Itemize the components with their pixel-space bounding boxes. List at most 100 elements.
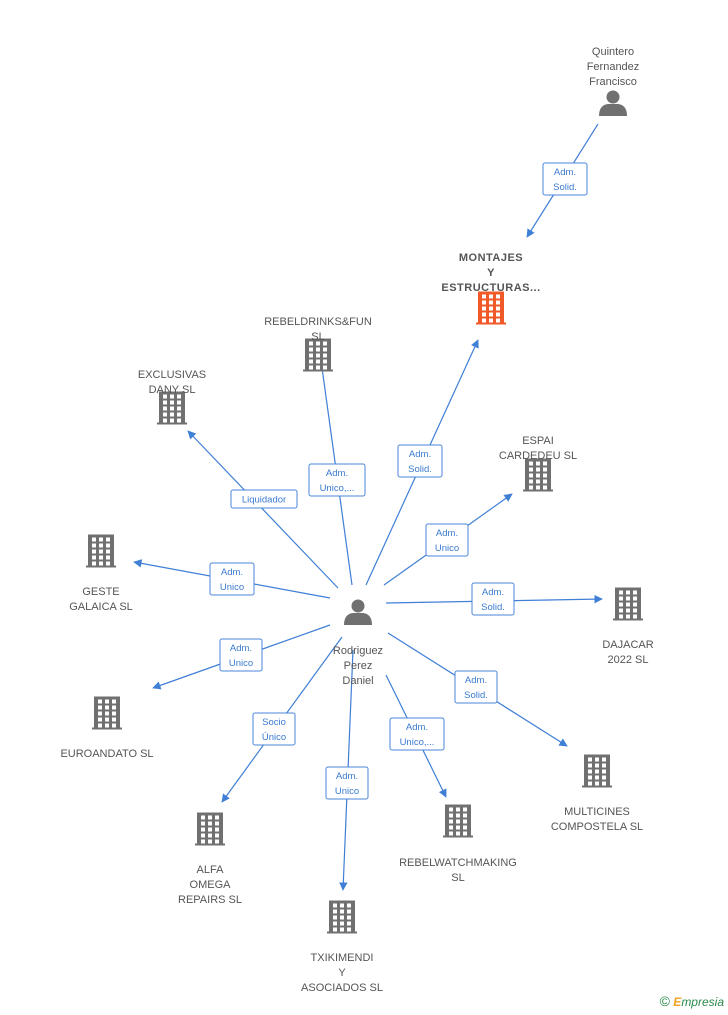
edge-label-text: Unico (435, 543, 459, 554)
node-geste[interactable]: GESTE GALAICA SL (69, 534, 133, 614)
edge-label-rodriguez-montajes[interactable]: Adm. Solid. (397, 444, 443, 478)
edge-label-text: Unico,... (320, 483, 355, 494)
node-montajes[interactable]: MONTAJES Y ESTRUCTURAS... (441, 252, 540, 325)
node-label: Rodriguez (333, 645, 383, 657)
edge-label-text: Adm. (326, 468, 348, 479)
node-label: ALFA (197, 864, 225, 876)
building-icon (195, 812, 225, 846)
building-icon (92, 696, 122, 730)
building-icon (582, 754, 612, 788)
node-label: EUROANDATO SL (60, 748, 153, 760)
edge-label-text: Unico (220, 582, 244, 593)
edge-label-box (454, 670, 498, 704)
edge-label-text: Solid. (553, 182, 577, 193)
node-label: ESTRUCTURAS... (441, 282, 540, 294)
edge-label-rodriguez-exclusivas[interactable]: Liquidador (230, 489, 298, 509)
node-label: ASOCIADOS SL (301, 982, 383, 994)
edge-label-rodriguez-geste[interactable]: Adm.Unico (209, 562, 255, 596)
edge-label-box (308, 463, 366, 497)
node-label: 2022 SL (608, 654, 649, 666)
edge-label-text: Adm. (336, 771, 358, 782)
node-label: Quintero (592, 46, 634, 58)
edge-label-text: Único (262, 732, 286, 743)
node-label: GALAICA SL (69, 601, 133, 613)
node-label: Francisco (589, 76, 637, 88)
edge-label-rodriguez-euroandato[interactable]: Adm.Unico (219, 638, 263, 672)
edge-label-rodriguez-rebeldrinks[interactable]: Adm. Unico,... (308, 463, 366, 497)
edge-label-quintero-montajes[interactable]: Adm. Solid. (542, 162, 588, 196)
node-rebelwatch[interactable]: REBELWATCHMAKING SL (399, 804, 517, 885)
node-label: TXIKIMENDI (311, 952, 374, 964)
edge-label-box (219, 638, 263, 672)
node-euroandato[interactable]: EUROANDATO SL (60, 696, 154, 761)
edge-label-box (389, 717, 445, 751)
edge-label-text: Adm. (554, 167, 576, 178)
node-label: REBELDRINKS&FUN (264, 316, 372, 328)
edge-label-text: Adm. (406, 722, 428, 733)
node-multicines[interactable]: MULTICINES COMPOSTELA SL (551, 754, 643, 834)
edge-label-box (542, 162, 588, 196)
node-label: SL (451, 872, 464, 884)
node-label: DANY SL (149, 384, 196, 396)
edge-label-text: Adm. (409, 449, 431, 460)
node-label: MULTICINES (564, 806, 630, 818)
node-exclusivas[interactable]: EXCLUSIVAS DANY SL (138, 369, 206, 425)
node-label: DAJACAR (602, 639, 653, 651)
building-icon (327, 900, 357, 934)
brand-logo: Empresia (673, 995, 724, 1009)
edge-label-text: Unico (335, 786, 359, 797)
edge-label-box (209, 562, 255, 596)
node-label: Perez (344, 660, 373, 672)
edge-label-rodriguez-rebelwatch[interactable]: Adm. Unico,... (389, 717, 445, 751)
edge-label-box (325, 766, 369, 800)
node-label: SL (311, 331, 324, 343)
node-label: COMPOSTELA SL (551, 821, 643, 833)
edge-label-box (252, 712, 296, 746)
node-label: REBELWATCHMAKING (399, 857, 517, 869)
edge-label-box (425, 523, 469, 557)
edge-label-rodriguez-dajacar[interactable]: Adm. Solid. (471, 582, 515, 616)
node-alfa[interactable]: ALFA OMEGA REPAIRS SL (178, 812, 242, 907)
node-label: OMEGA (190, 879, 232, 891)
footer-brand[interactable]: © Empresia (660, 993, 724, 1009)
building-icon (476, 291, 506, 325)
building-icon (157, 391, 187, 425)
node-label: Y (338, 967, 346, 979)
edge-label-text: Adm. (436, 528, 458, 539)
node-label: EXCLUSIVAS (138, 369, 206, 381)
edge-label-text: Solid. (464, 690, 488, 701)
edge-label-rodriguez-espai[interactable]: Adm. Unico (425, 523, 469, 557)
edge-label-text: Socio (262, 717, 286, 728)
node-dajacar[interactable]: DAJACAR 2022 SL (602, 587, 654, 667)
node-label: REPAIRS SL (178, 894, 242, 906)
edge-label-text: Solid. (481, 602, 505, 613)
edge-label-box (471, 582, 515, 616)
node-label: Y (487, 267, 495, 279)
edge-label-rodriguez-multicines[interactable]: Adm. Solid. (454, 670, 498, 704)
building-icon (443, 804, 473, 838)
person-icon (344, 599, 372, 625)
node-label: MONTAJES (459, 252, 523, 264)
edge-label-text: Liquidador (242, 495, 286, 506)
copyright-icon: © (659, 993, 670, 1009)
building-icon (303, 338, 333, 372)
edge-label-text: Adm. (482, 587, 504, 598)
edge-label-text: Adm. (465, 675, 487, 686)
edge-label-text: Unico,... (400, 737, 435, 748)
node-label: Fernandez (587, 61, 640, 73)
edge-label-rodriguez-txikimendi[interactable]: Adm. Unico (325, 766, 369, 800)
edge-label-box (230, 489, 298, 509)
edge-label-text: Adm. (230, 643, 252, 654)
node-rebeldrinks[interactable]: REBELDRINKS&FUN SL (264, 316, 372, 372)
edge-label-text: Solid. (408, 464, 432, 475)
node-label: Daniel (342, 675, 373, 687)
node-txikimendi[interactable]: TXIKIMENDI Y ASOCIADOS SL (301, 900, 383, 995)
node-label: GESTE (82, 586, 119, 598)
edge-label-box (397, 444, 443, 478)
